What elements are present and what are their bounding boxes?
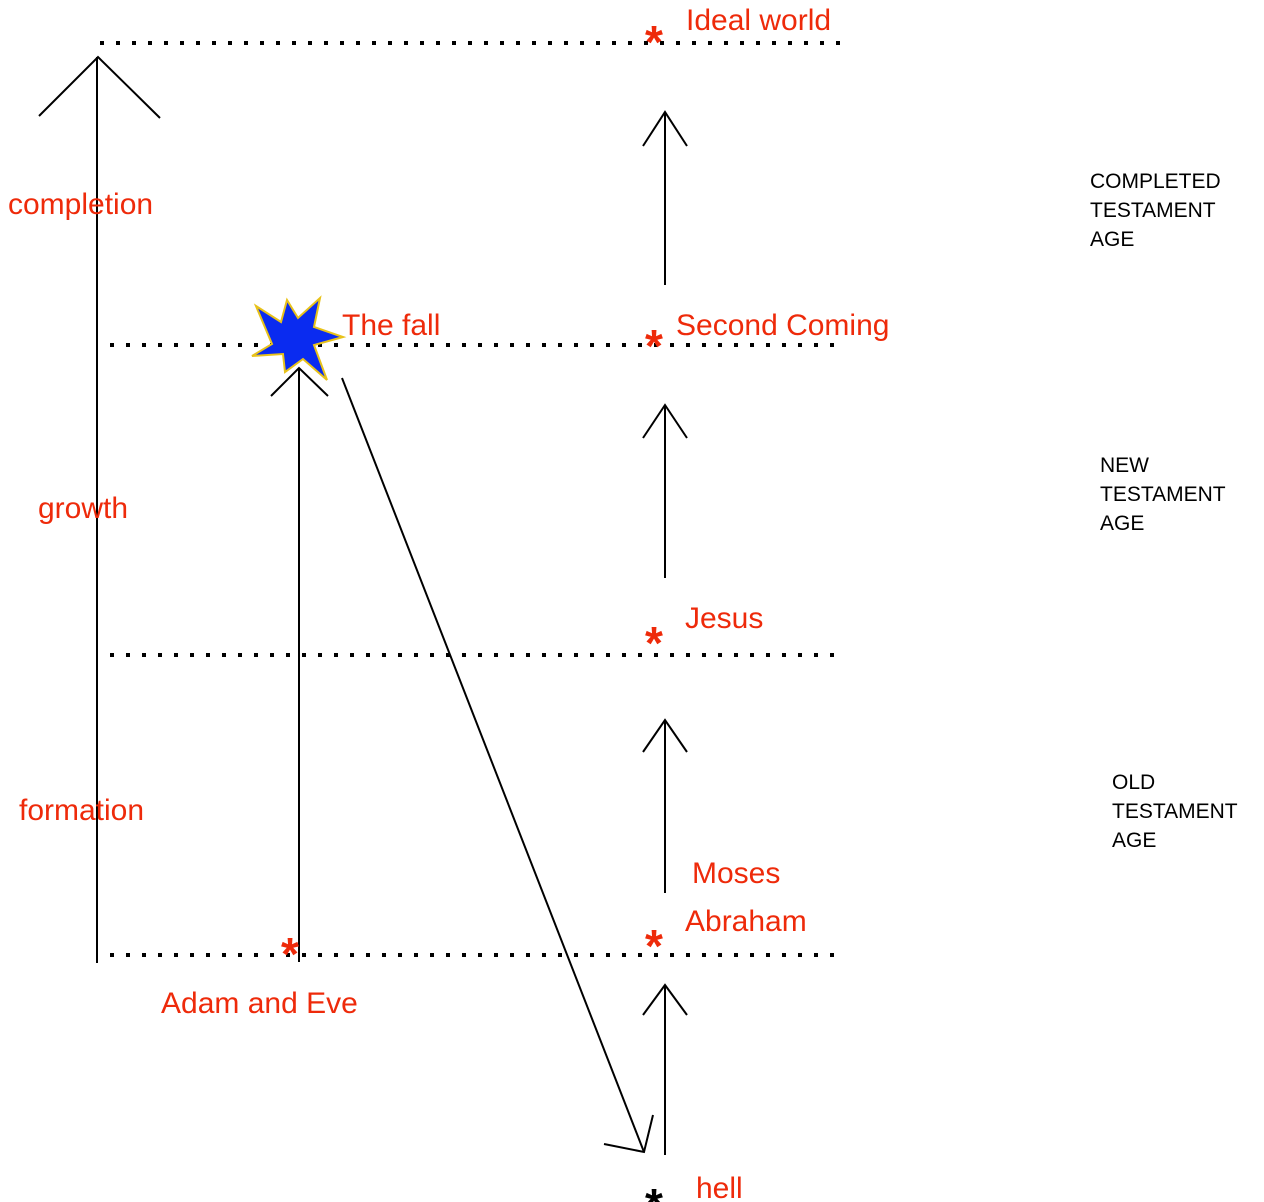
jesus-asterisk-icon: * — [645, 617, 663, 669]
age-completed-label: COMPLETED TESTAMENT AGE — [1090, 170, 1227, 251]
age-new-line-3: AGE — [1100, 512, 1144, 535]
event-hell-label: hell — [696, 1172, 743, 1202]
event-the-fall-label: The fall — [342, 309, 440, 342]
jesus-to-second-coming-arrow-head — [642, 403, 688, 439]
hell-asterisk-icon: * — [645, 1179, 663, 1202]
age-new-line-1: NEW — [1100, 454, 1149, 477]
event-abraham-label: Abraham — [685, 905, 807, 938]
age-completed-line-2: TESTAMENT — [1090, 199, 1216, 222]
fall-arrow-head — [603, 1114, 654, 1154]
age-old-line-3: AGE — [1112, 829, 1156, 852]
second-coming-to-ideal-arrow-head — [642, 110, 688, 147]
event-adam-and-eve-label: Adam and Eve — [161, 987, 358, 1020]
stage-formation-label: formation — [19, 794, 144, 827]
stage-completion-label: completion — [8, 188, 153, 221]
age-new-line-2: TESTAMENT — [1100, 483, 1226, 506]
fall-starburst-icon — [251, 295, 347, 381]
age-old-label: OLD TESTAMENT AGE — [1112, 771, 1243, 852]
adam-and-eve-asterisk-icon: * — [281, 928, 299, 980]
event-moses-label: Moses — [692, 857, 780, 890]
event-second-coming-label: Second Coming — [676, 309, 889, 342]
stage-growth-label: growth — [38, 492, 128, 525]
age-new-label: NEW TESTAMENT AGE — [1100, 454, 1231, 535]
event-ideal-world-label: Ideal world — [686, 4, 831, 37]
adam-eve-arrow-head — [270, 366, 329, 397]
age-old-line-2: TESTAMENT — [1112, 800, 1238, 823]
main-growth-arrow-head — [38, 55, 161, 119]
age-old-line-1: OLD — [1112, 771, 1155, 794]
age-completed-line-3: AGE — [1090, 228, 1134, 251]
second-coming-asterisk-icon: * — [645, 320, 663, 372]
event-jesus-label: Jesus — [685, 602, 763, 635]
abraham-asterisk-icon: * — [645, 920, 663, 972]
age-completed-line-1: COMPLETED — [1090, 170, 1221, 193]
fall-arrow-shaft — [341, 377, 645, 1153]
hell-to-abraham-arrow-head — [642, 983, 688, 1016]
ideal-world-asterisk-icon: * — [645, 16, 663, 68]
moses-to-jesus-arrow-head — [642, 718, 688, 753]
